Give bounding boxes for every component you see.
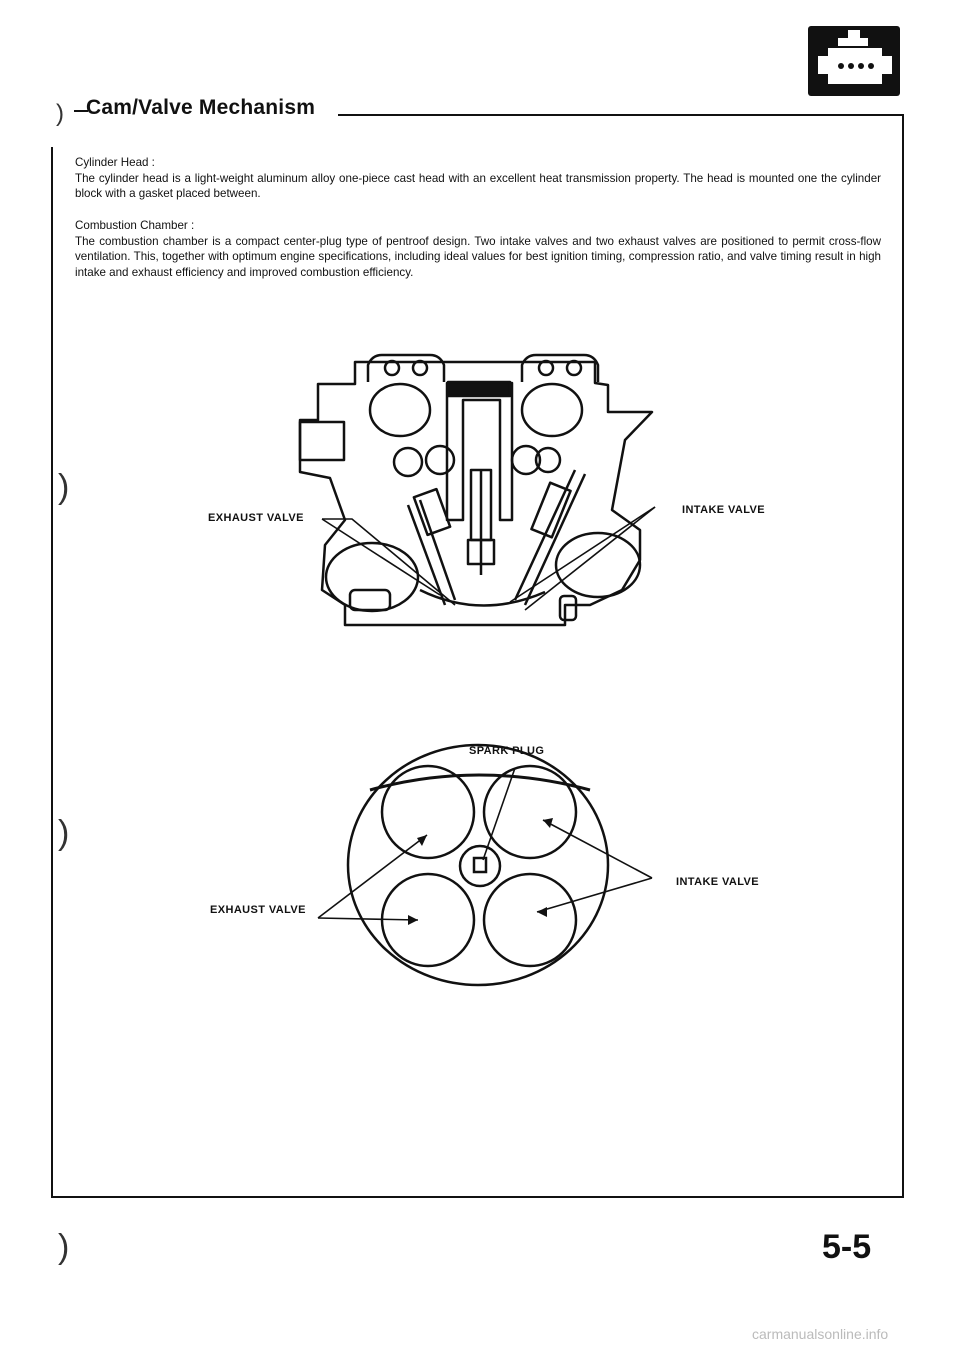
binder-mark: ) (58, 814, 70, 852)
exhaust-valve-label-2: EXHAUST VALVE (210, 904, 306, 916)
section-heading: Combustion Chamber : (75, 219, 195, 232)
intake-valve-label-2: INTAKE VALVE (676, 876, 760, 888)
spark-plug-label: SPARK PLUG (469, 745, 545, 757)
cylinder-head-section: Cylinder Head : The cylinder head is a l… (75, 155, 881, 202)
title-dash (74, 110, 88, 112)
frame-bottom-rule (51, 1196, 904, 1198)
binder-mark: ) (58, 468, 70, 506)
page-title: Cam/Valve Mechanism (86, 96, 316, 119)
binder-mark: ) (58, 1228, 70, 1266)
section-heading: Cylinder Head : (75, 156, 155, 169)
exhaust-valve-label: EXHAUST VALVE (208, 512, 304, 524)
page-number: 5-5 (822, 1228, 872, 1266)
frame-left-rule (51, 147, 53, 1197)
footer-watermark: carmanualsonline.info (752, 1326, 889, 1342)
combustion-chamber-section: Combustion Chamber : The combustion cham… (75, 218, 881, 280)
binder-mark: ) (56, 100, 64, 127)
engine-section-icon (808, 26, 900, 96)
engine-icon (818, 30, 892, 84)
section-paragraph: The cylinder head is a light-weight alum… (75, 171, 881, 201)
section-paragraph: The combustion chamber is a compact cent… (75, 234, 881, 279)
frame-right-rule (902, 114, 904, 1197)
intake-valve-label: INTAKE VALVE (682, 504, 766, 516)
frame-top-rule (338, 114, 904, 116)
